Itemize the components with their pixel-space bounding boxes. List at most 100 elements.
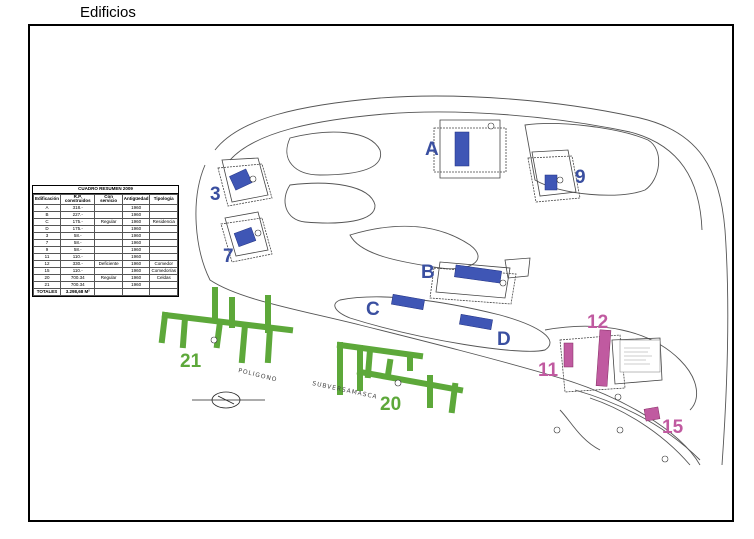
table-cell [149, 239, 178, 248]
summary-table: CUADRO RESUMEN 2009 Edificación R.P. con… [32, 185, 179, 298]
table-cell [94, 239, 123, 248]
table-cell: 58.- [60, 239, 96, 248]
building-11 [563, 342, 574, 368]
table-cell: 58.- [60, 246, 96, 255]
column-header: Tipología [149, 193, 178, 206]
table-cell: B [32, 211, 62, 220]
table-cell: 1960 [121, 260, 151, 269]
building-15 [643, 406, 661, 422]
table-cell: 1960 [121, 274, 151, 283]
table-cell: 700.34 [60, 281, 96, 290]
table-cell [94, 281, 123, 290]
table-cell: 318.- [60, 204, 96, 213]
table-cell: 3.298,68 M² [60, 288, 96, 297]
label-building-21: 21 [180, 351, 202, 372]
table-cell [94, 232, 123, 241]
cell-block-20 [336, 341, 464, 414]
table-cell: D [32, 225, 62, 234]
table-cell: 3 [32, 232, 62, 241]
column-header: Con servicio [94, 193, 123, 206]
table-cell: 9 [32, 246, 62, 255]
table-cell: Regular [94, 274, 123, 283]
label-building-9: 9 [575, 167, 586, 188]
label-building-b: B [421, 262, 435, 283]
table-cell: 1960 [121, 211, 151, 220]
table-cell [149, 232, 178, 241]
table-cell: 1960 [121, 246, 151, 255]
table-cell [94, 267, 123, 276]
page-title: Edificios [80, 4, 136, 21]
table-cell [149, 288, 178, 297]
label-building-11: 11 [538, 360, 559, 381]
building-9 [544, 174, 558, 191]
table-cell: 58.- [60, 232, 96, 241]
table-cell: 1960 [121, 239, 151, 248]
table-cell: A [32, 204, 62, 213]
table-cell: 12 [32, 260, 62, 269]
table-cell [94, 246, 123, 255]
street-label: POLIGONO [238, 367, 279, 383]
table-cell: 110.- [60, 253, 96, 262]
table-cell: 7 [32, 239, 62, 248]
table-cell [94, 288, 123, 297]
building-a [454, 131, 470, 167]
table-cell: 227.- [60, 211, 96, 220]
table-cell: 1960 [121, 225, 151, 234]
table-cell: 1960 [121, 218, 151, 227]
cell-block-21 [158, 287, 294, 364]
label-building-15: 15 [662, 417, 684, 438]
column-header: R.P. construidos [60, 193, 96, 206]
table-cell [149, 225, 178, 234]
label-building-20: 20 [380, 394, 401, 415]
table-cell: TOTALES [32, 288, 62, 297]
street-label: SUBVERSAMASCA [312, 380, 379, 401]
table-cell [149, 211, 178, 220]
table-cell [149, 246, 178, 255]
table-cell: Comedor/as [149, 267, 178, 276]
table-cell: Residencia [149, 218, 178, 227]
table-cell: 175.- [60, 218, 96, 227]
building-d [459, 314, 493, 330]
table-cell: Celdas [149, 274, 178, 283]
table-cell: 1960 [121, 281, 151, 290]
table-cell [149, 281, 178, 290]
table-cell [149, 204, 178, 213]
label-building-7: 7 [223, 246, 234, 267]
table-cell: 1960 [121, 267, 151, 276]
building-outlines [217, 119, 663, 393]
table-caption: CUADRO RESUMEN 2009 [33, 186, 178, 194]
label-building-3: 3 [210, 184, 221, 205]
map-frame [28, 24, 734, 522]
table-cell: 11 [32, 253, 62, 262]
table-cell [94, 225, 123, 234]
table-cell: 15 [32, 267, 62, 276]
table-cell: 1960 [121, 232, 151, 241]
column-header: Edificación [32, 193, 62, 206]
residential-buildings [229, 131, 558, 330]
table-cell: Comedor [149, 260, 178, 269]
table-cell: C [32, 218, 62, 227]
service-buildings [563, 329, 661, 422]
legend-box [619, 339, 661, 373]
label-building-d: D [497, 329, 511, 350]
table-cell [149, 253, 178, 262]
table-cell: 700.34 [60, 274, 96, 283]
table-cell [94, 211, 123, 220]
table-cell [94, 204, 123, 213]
building-c [391, 294, 425, 310]
building-b [454, 264, 502, 284]
label-building-12: 12 [587, 312, 608, 333]
building-7 [233, 227, 257, 247]
table-cell: 20 [32, 274, 62, 283]
